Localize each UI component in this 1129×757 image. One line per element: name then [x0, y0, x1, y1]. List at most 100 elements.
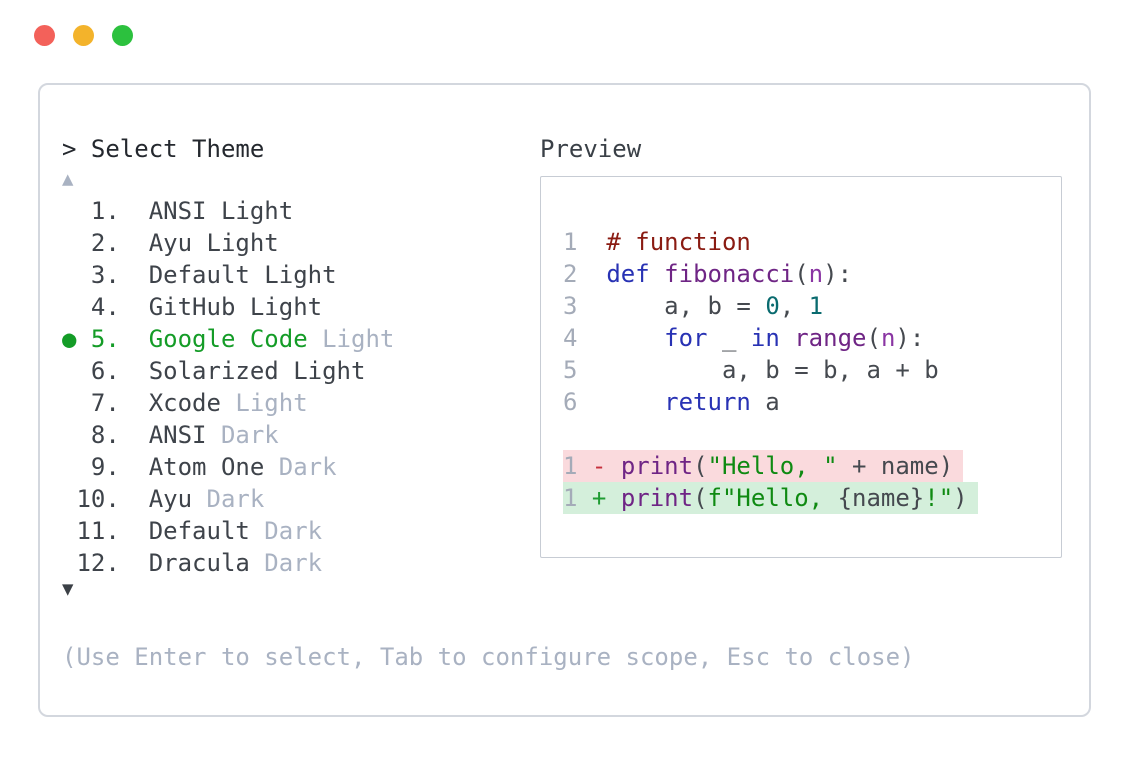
theme-list-item-default-dark[interactable]: 11. Default Dark [62, 515, 394, 547]
code-token-number: 0 [765, 292, 780, 320]
diff-minus-sign: - [591, 452, 621, 480]
code-token-plain: ): [895, 324, 925, 352]
line-number: 6 [563, 388, 607, 416]
scroll-up-icon[interactable]: ▲ [62, 168, 74, 190]
diff-deletion-highlight: 1 - print("Hello, " + name) [563, 450, 964, 482]
prompt-caret: > [62, 135, 77, 163]
item-name: Ayu [148, 485, 193, 513]
prompt-space [76, 135, 90, 163]
item-name: Atom One [148, 453, 265, 481]
theme-list-item-solarized-light[interactable]: 6. Solarized Light [62, 355, 394, 387]
bullet-slot [62, 197, 76, 225]
minimize-button[interactable] [73, 25, 94, 46]
code-line: 1 # function [563, 226, 1061, 258]
bullet-slot [62, 517, 76, 545]
code-token-keyword: for [664, 324, 708, 352]
theme-list-item-github-light[interactable]: 4. GitHub Light [62, 291, 394, 323]
code-line: 3 a, b = 0, 1 [563, 290, 1061, 322]
bullet-slot [62, 357, 76, 385]
item-variant: Dark [264, 453, 337, 481]
theme-list-item-atom-one-dark[interactable]: 9. Atom One Dark [62, 451, 394, 483]
selected-bullet-icon: ● [62, 325, 77, 353]
code-token-plain [650, 260, 664, 288]
code-token-plain: ): [823, 260, 853, 288]
code-token-string: !" [924, 484, 954, 512]
theme-list-item-default-light[interactable]: 3. Default Light [62, 259, 394, 291]
code-blank-line [563, 418, 1061, 450]
code-token-comment: # function [606, 228, 751, 256]
line-number: 5 [563, 356, 607, 384]
code-token-plain: a, b = b, a + b [606, 356, 939, 384]
code-token-function: print [620, 452, 694, 480]
line-number: 4 [563, 324, 607, 352]
item-name: Google Code [148, 325, 308, 353]
item-number: 4. [76, 293, 149, 321]
theme-list-item-google-code-light[interactable]: ● 5. Google Code Light [62, 323, 394, 355]
item-variant: Light [192, 229, 279, 257]
item-variant: Dark [192, 485, 265, 513]
theme-list-item-xcode-light[interactable]: 7. Xcode Light [62, 387, 394, 419]
code-token-plain [606, 324, 664, 352]
item-number: 1. [76, 197, 149, 225]
item-variant: Light [206, 197, 294, 225]
code-token-number: 1 [808, 292, 824, 320]
diff-plus-sign: + [591, 484, 621, 512]
item-name: Ayu [148, 229, 193, 257]
theme-list-item-dracula-dark[interactable]: 12. Dracula Dark [62, 547, 394, 579]
code-token-function: range [794, 324, 867, 352]
code-token-string: "Hello, " [707, 452, 838, 480]
item-number: 10. [76, 485, 149, 513]
theme-list-item-ansi-light[interactable]: 1. ANSI Light [62, 195, 394, 227]
code-token-function: print [620, 484, 694, 512]
item-number: 7. [76, 389, 149, 417]
theme-list-item-ansi-dark[interactable]: 8. ANSI Dark [62, 419, 394, 451]
code-line: 5 a, b = b, a + b [563, 354, 1061, 386]
item-variant: Dark [249, 549, 323, 577]
item-variant: Light [278, 357, 366, 385]
item-number: 8. [76, 421, 149, 449]
bullet-slot [62, 389, 76, 417]
code-line: 6 return a [563, 386, 1061, 418]
diff-addition-highlight: 1 + print(f"Hello, {name}!") [563, 482, 978, 514]
code-token-plain: ( [866, 324, 881, 352]
code-token-plain: ) [953, 484, 968, 512]
item-number: 5. [76, 325, 149, 353]
code-token-plain: + name) [837, 452, 954, 480]
code-line: 4 for _ in range(n): [563, 322, 1061, 354]
window-controls [34, 25, 133, 46]
item-number: 12. [76, 549, 149, 577]
bullet-slot [62, 293, 76, 321]
line-number: 3 [563, 292, 607, 320]
line-number: 1 [563, 452, 592, 480]
diff-line-addition: 1 + print(f"Hello, {name}!") [563, 482, 1061, 514]
code-token-plain: a, b = [606, 292, 766, 320]
close-button[interactable] [34, 25, 55, 46]
code-token-plain: , [779, 292, 809, 320]
bullet-slot [62, 421, 76, 449]
code-token-keyword: return [664, 388, 751, 416]
code-token-plain [780, 324, 794, 352]
item-variant: Light [307, 325, 395, 353]
item-variant: Light [249, 261, 337, 289]
code-line: 2 def fibonacci(n): [563, 258, 1061, 290]
item-variant: Light [220, 389, 308, 417]
code-token-keyword: def [606, 260, 650, 288]
code-token-param: n [880, 324, 896, 352]
item-number: 11. [76, 517, 149, 545]
item-name: Solarized [148, 357, 279, 385]
theme-list-item-ayu-light[interactable]: 2. Ayu Light [62, 227, 394, 259]
theme-list: 1. ANSI Light 2. Ayu Light 3. Default Li… [62, 195, 394, 579]
page-title: Select Theme [90, 135, 265, 163]
maximize-button[interactable] [112, 25, 133, 46]
item-number: 3. [76, 261, 149, 289]
scroll-down-icon[interactable]: ▼ [62, 578, 74, 600]
code-token-plain: _ [707, 324, 751, 352]
diff-line-deletion: 1 - print("Hello, " + name) [563, 450, 1061, 482]
line-number: 1 [563, 484, 592, 512]
code-token-param: n [808, 260, 824, 288]
theme-list-item-ayu-dark[interactable]: 10. Ayu Dark [62, 483, 394, 515]
bullet-slot [62, 549, 76, 577]
code-token-plain: ( [693, 484, 708, 512]
help-text: (Use Enter to select, Tab to configure s… [62, 643, 915, 671]
